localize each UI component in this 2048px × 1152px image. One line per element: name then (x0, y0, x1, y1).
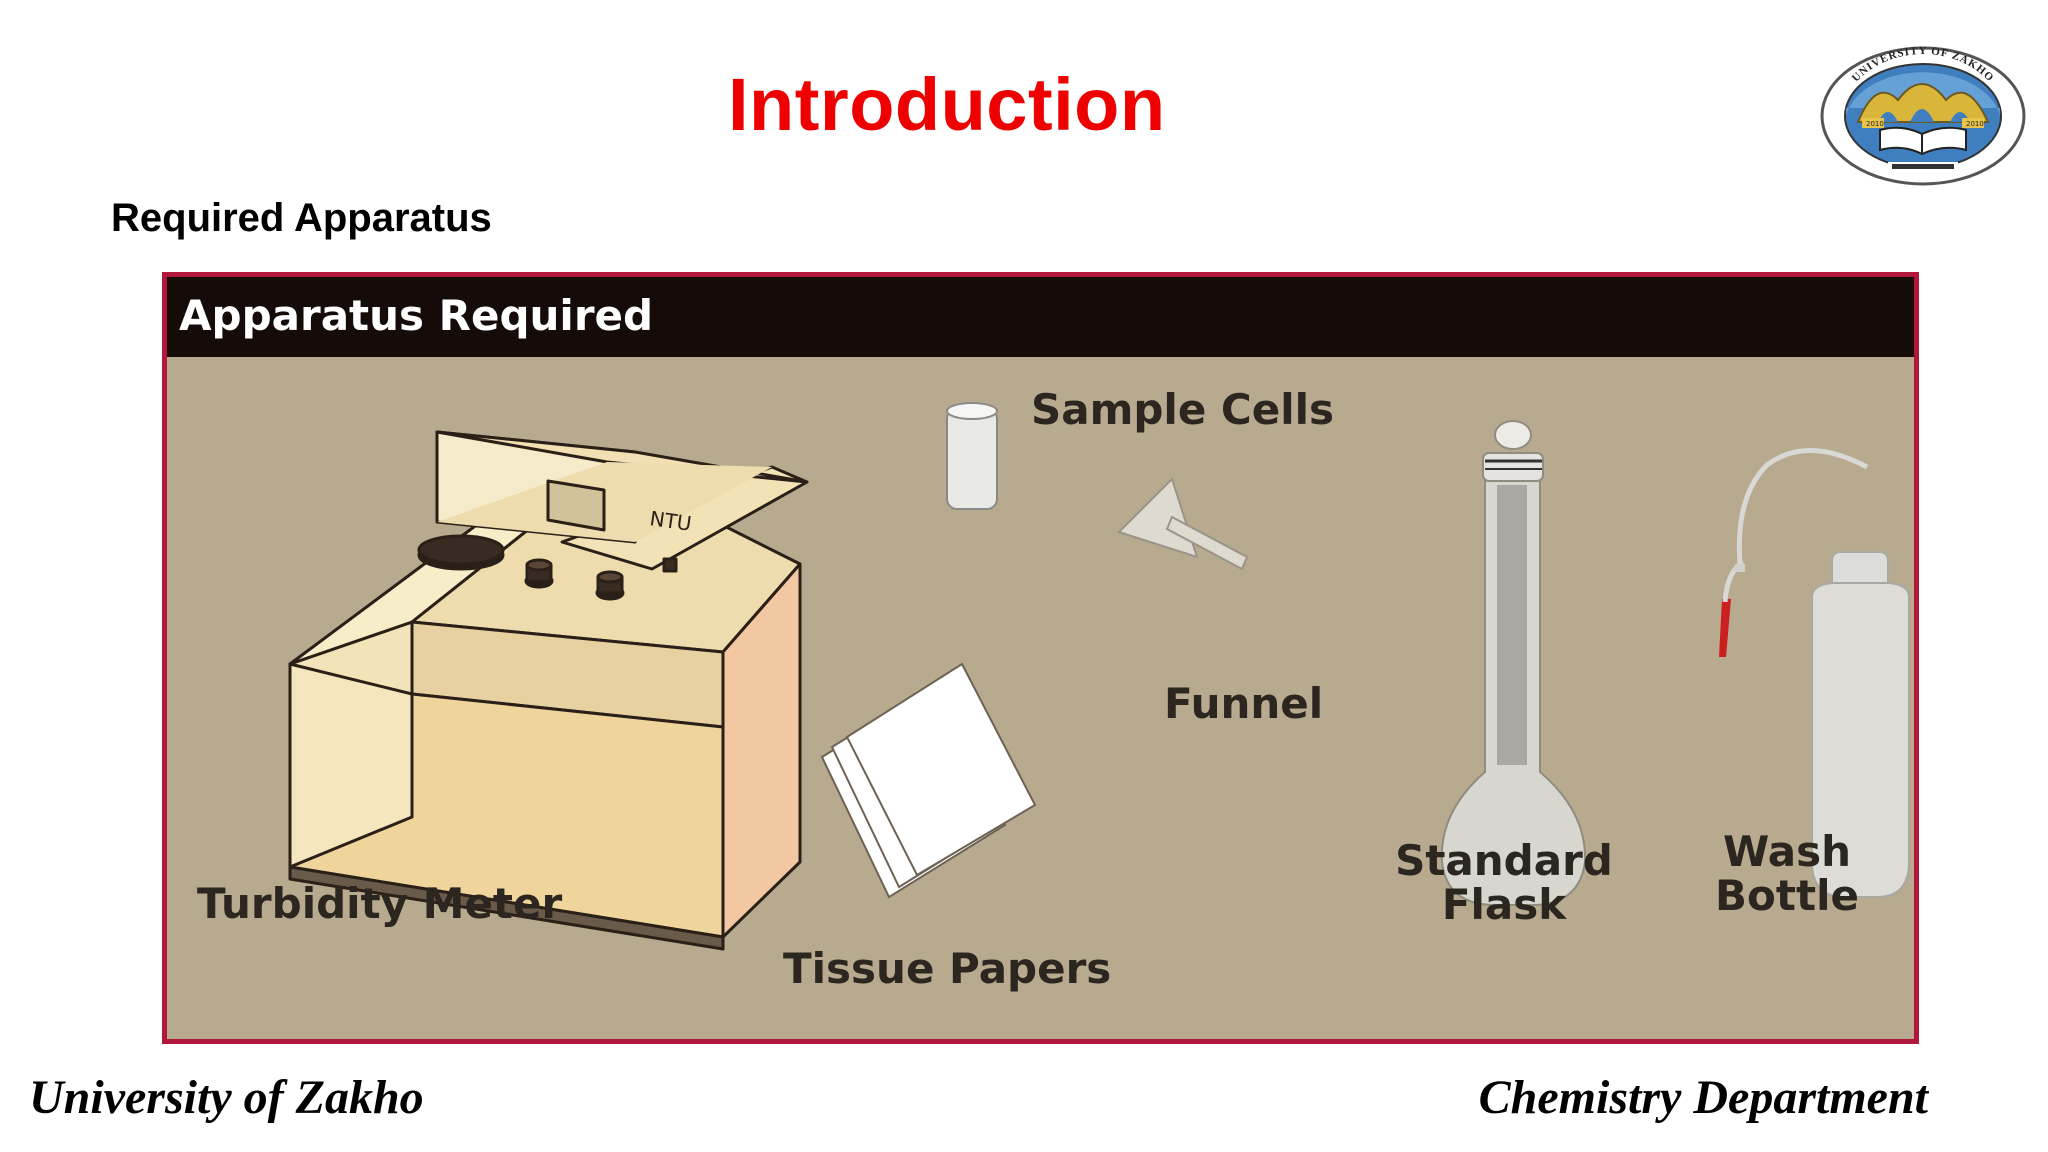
logo-left-year: 2010 (1866, 120, 1884, 128)
slide-title: Introduction (728, 63, 1166, 146)
label-funnel: Funnel (1164, 679, 1324, 728)
label-wash-bottle-line1: Wash (1722, 827, 1852, 876)
label-standard-flask-line1: Standard (1395, 836, 1613, 885)
label-tissue-papers: Tissue Papers (783, 944, 1112, 993)
apparatus-figure: Apparatus Required N (162, 272, 1919, 1044)
footer-department: Chemistry Department (1478, 1071, 1928, 1124)
funnel-drawing (1117, 477, 1249, 571)
label-turbidity-meter: Turbidity Meter (197, 879, 563, 928)
label-wash-bottle-line2: Bottle (1715, 870, 1859, 920)
label-wash-bottle: Wash Bottle (1687, 830, 1887, 917)
figure-header-bar: Apparatus Required (167, 277, 1914, 357)
standard-flask-drawing (1440, 420, 1587, 907)
section-heading: Required Apparatus (111, 196, 492, 240)
turbidity-meter-drawing (288, 430, 809, 951)
footer-university: University of Zakho (29, 1071, 424, 1124)
university-logo: 2010 2010 UNIVERSITY OF ZAKHO (1820, 45, 2026, 186)
apparatus-illustration: NTU (288, 402, 1910, 951)
label-standard-flask-line2: Flask (1441, 879, 1567, 929)
logo-right-year: 2010 (1966, 120, 1984, 128)
sample-cell-drawing (946, 402, 998, 510)
wash-bottle-drawing (1719, 448, 1910, 898)
figure-header-title: Apparatus Required (179, 291, 654, 340)
logo-script-text (1892, 164, 1954, 169)
label-sample-cells: Sample Cells (1031, 385, 1335, 434)
label-standard-flask: Standard Flask (1379, 839, 1629, 926)
tissue-papers-drawing (820, 662, 1037, 899)
turbidity-meter-unit-label: NTU (648, 506, 693, 536)
